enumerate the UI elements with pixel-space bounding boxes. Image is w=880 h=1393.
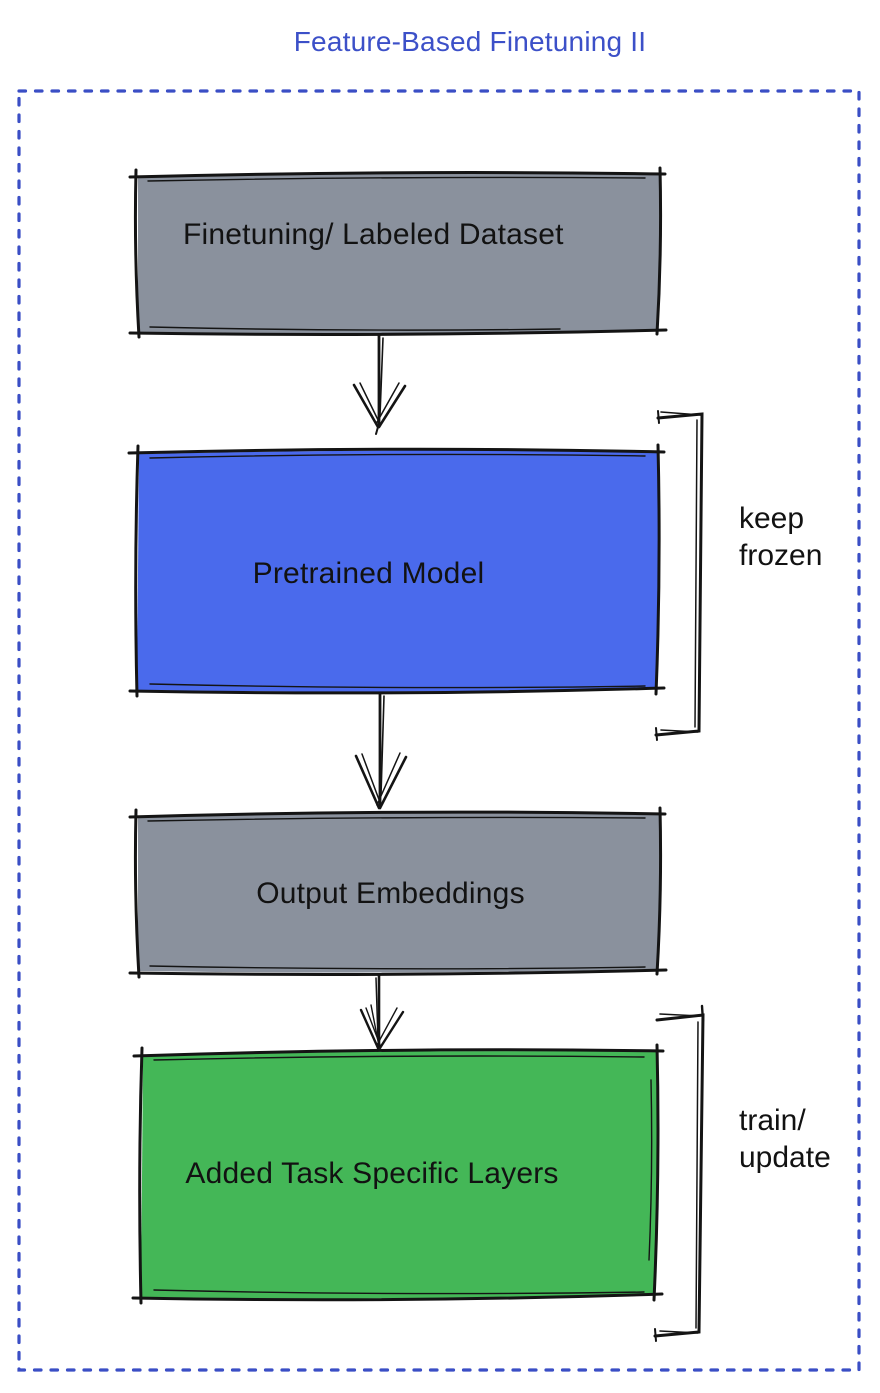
box-stroke (128, 810, 667, 819)
box-stroke (128, 686, 666, 695)
bracket-keep-frozen (654, 410, 704, 741)
diagram-title: Feature-Based Finetuning II (293, 26, 647, 57)
bracket-train-update (653, 1004, 705, 1342)
box-fill (137, 450, 659, 692)
box-stroke-echo (149, 326, 561, 331)
output-embeddings-box (128, 806, 668, 979)
arrow-head (378, 755, 408, 810)
box-fill (141, 1051, 658, 1299)
arrow-head (354, 754, 381, 810)
box-stroke (132, 1048, 665, 1058)
arrow-shaft-echo (380, 695, 385, 796)
arrow-head-echo (359, 382, 381, 425)
bracket-stroke-echo (659, 1013, 701, 1017)
box-stroke-echo (149, 453, 646, 459)
box-stroke-echo (648, 1079, 653, 1261)
box-stroke (128, 328, 668, 336)
arrow-head-echo (376, 1007, 398, 1046)
pretrained-model-box (127, 443, 666, 698)
box-stroke (655, 166, 663, 336)
box-stroke (654, 443, 661, 696)
box-fill (138, 812, 660, 973)
bracket-stroke (654, 412, 704, 737)
box-stroke-echo (147, 176, 646, 182)
arrow-head-echo (376, 752, 401, 806)
arrow-shaft-echo (379, 337, 384, 416)
bracket-tick (655, 727, 658, 741)
box-stroke (127, 447, 666, 455)
arrow-head (352, 383, 380, 429)
box-stroke (131, 1292, 664, 1302)
bracket-stroke-echo (660, 729, 699, 733)
box-stroke (128, 968, 668, 976)
arrow-embeddings-to-layers (359, 973, 405, 1056)
arrow-head (377, 384, 407, 429)
arrow-head-echo (361, 753, 382, 806)
box-stroke (133, 808, 141, 979)
output-embeddings-label: Output Embeddings (256, 877, 525, 910)
train-update-annotation: train/ update (739, 1104, 831, 1174)
arrow-shaft-echo (375, 977, 379, 1041)
arrow-dataset-to-model (352, 334, 407, 435)
bracket-tick (657, 410, 660, 424)
box-stroke-echo (153, 1289, 645, 1295)
box-stroke (652, 1043, 660, 1302)
keep-frozen-annotation: keep frozen (739, 502, 823, 572)
pretrained-model-label: Pretrained Model (252, 557, 485, 590)
bracket-tick (654, 1328, 657, 1342)
finetuning-dataset-label: Finetuning/ Labeled Dataset (183, 218, 564, 251)
bracket-tick (700, 1004, 705, 1023)
bracket-stroke (653, 1013, 705, 1338)
box-stroke-echo (149, 965, 646, 970)
box-stroke-echo (149, 683, 646, 689)
box-stroke-echo (147, 816, 646, 822)
box-stroke (134, 444, 140, 698)
bracket-stroke-echo (694, 419, 698, 728)
arrow-head (378, 1010, 405, 1050)
box-stroke-echo (153, 1055, 645, 1061)
box-fill (138, 172, 660, 334)
dashed-frame (17, 89, 861, 1372)
bracket-stroke-echo (695, 1021, 699, 1329)
added-task-specific-layers-box (131, 1043, 665, 1305)
arrow-head-echo (370, 1004, 380, 1047)
arrow-head-echo (375, 382, 400, 425)
box-stroke (133, 168, 141, 339)
bracket-stroke-echo (659, 1330, 699, 1334)
finetuning-dataset-box (128, 166, 668, 339)
arrow-head (359, 1008, 380, 1050)
added-task-specific-layers-label: Added Task Specific Layers (185, 1157, 559, 1190)
arrow-tip (375, 426, 379, 435)
arrow-model-to-embeddings (354, 692, 408, 810)
box-stroke (128, 171, 667, 179)
box-stroke (655, 806, 663, 976)
box-stroke (138, 1046, 144, 1305)
bracket-stroke-echo (660, 411, 702, 416)
